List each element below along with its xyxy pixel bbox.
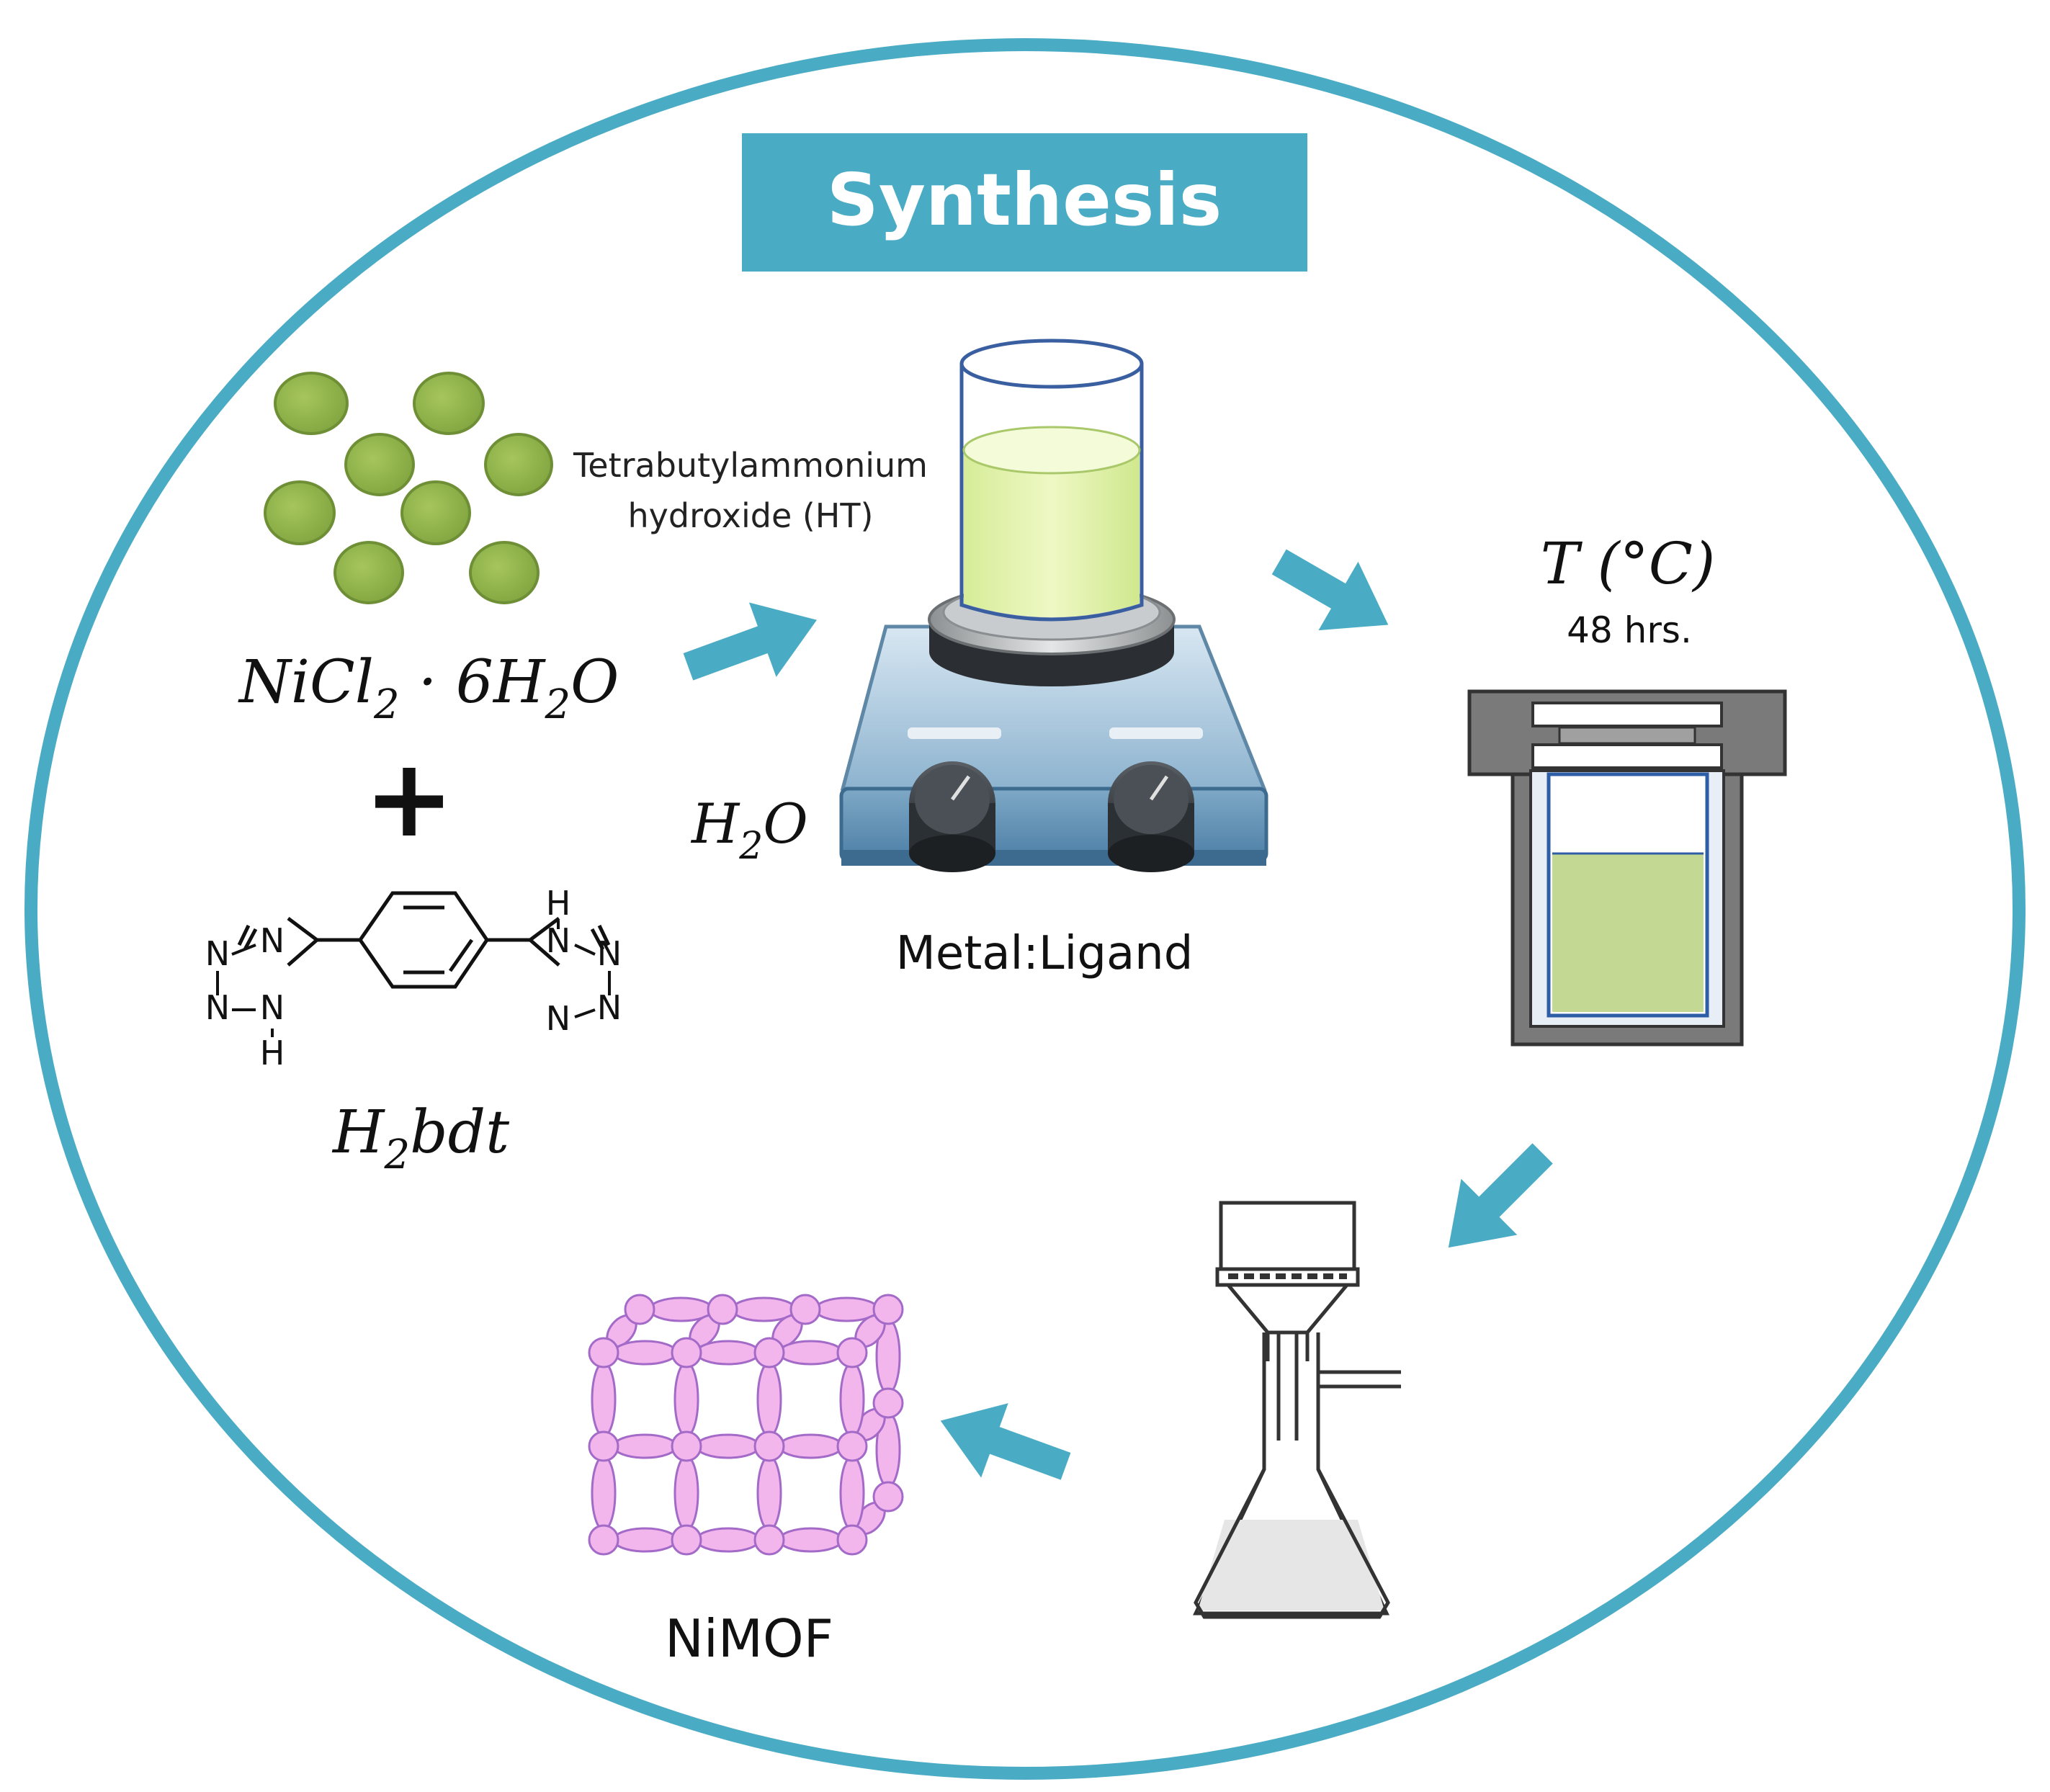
atom-n: N [205,934,230,973]
filter-flask-outline [1194,1468,1390,1619]
arrow-icon [1448,1143,1553,1248]
ligand-formula: H2bdt [331,1098,510,1178]
solvent-main: H [690,792,740,856]
atom-h: H [260,1034,285,1072]
mof-linker [756,1455,782,1531]
atom-h: H [546,884,571,923]
metal-salt-sub: 2 [373,681,400,728]
product-label: NiMOF [665,1608,833,1669]
mof-node [588,1337,619,1368]
mof-node [872,1294,904,1325]
mof-node [789,1294,821,1325]
pellets-icon [264,372,553,604]
mof-node [671,1430,702,1462]
mof-node [753,1430,785,1462]
mof-node [836,1430,868,1462]
metal-salt-sub2: 2 [544,681,570,728]
mof-node [753,1524,785,1556]
metal-salt-tail-a: · 6H [400,648,546,717]
mof-node [671,1524,702,1556]
time-label: 48 hrs. [1567,609,1692,651]
solvent-formula: H2O [690,792,808,868]
mof-node [753,1337,785,1368]
title-text: Synthesis [827,158,1222,242]
mof-linker [695,1340,761,1366]
filter-flask-icon [1193,1201,1401,1616]
mof-linker [612,1340,678,1366]
mof-linker [756,1361,782,1438]
mof-linker [839,1455,865,1531]
bdt-structure-icon [237,891,611,989]
autoclave-icon [1467,689,1787,1047]
mof-node [588,1430,619,1462]
mof-linker [612,1433,678,1459]
metal-salt-formula: NiCl2 · 6H2O [238,648,619,728]
mof-linker [673,1361,699,1438]
atom-n: N [260,988,285,1027]
metal-salt-main: NiCl [238,648,374,717]
mof-linker [591,1361,617,1438]
ligand-tail: bdt [410,1098,510,1167]
mof-linker [778,1527,843,1553]
stirrer-beaker-icon [839,339,1268,872]
mof-linker [695,1433,761,1459]
additive-line2: hydroxide (HT) [628,496,874,535]
arrow-icon [1271,549,1389,631]
mof-linker [673,1455,699,1531]
mof-linker [695,1527,761,1553]
mof-linker [591,1455,617,1531]
mof-node [872,1387,904,1419]
title-box: Synthesis [742,133,1307,272]
solvent-tail: O [763,792,807,856]
mof-cube-icon [588,1294,904,1556]
mof-node [836,1524,868,1556]
mof-node [707,1294,738,1325]
ligand-main: H [331,1098,385,1167]
plus-icon: + [364,736,455,861]
metal-salt-tail-b: O [570,648,619,717]
atom-n: N [597,934,622,973]
bdt-ring-bonds [216,920,611,1037]
atom-n: N [546,999,570,1038]
mof-node [671,1337,702,1368]
arrow-icon [940,1403,1071,1480]
mof-linker [778,1433,843,1459]
mof-node [836,1337,868,1368]
arrow-icon [683,602,817,681]
ratio-label: Metal:Ligand [896,927,1194,980]
mof-node [588,1524,619,1556]
mof-linker [612,1527,678,1553]
mof-node [872,1481,904,1513]
mof-linker [839,1361,865,1438]
solvent-sub: 2 [738,825,763,868]
filtrate-liquid [1198,1520,1384,1610]
mof-node [624,1294,655,1325]
additive-line1: Tetrabutylammonium [573,446,928,485]
ligand-sub: 2 [384,1132,411,1178]
atom-n: N [260,921,285,960]
mof-linker [778,1340,843,1366]
temperature-label: T (°C) [1541,530,1715,597]
